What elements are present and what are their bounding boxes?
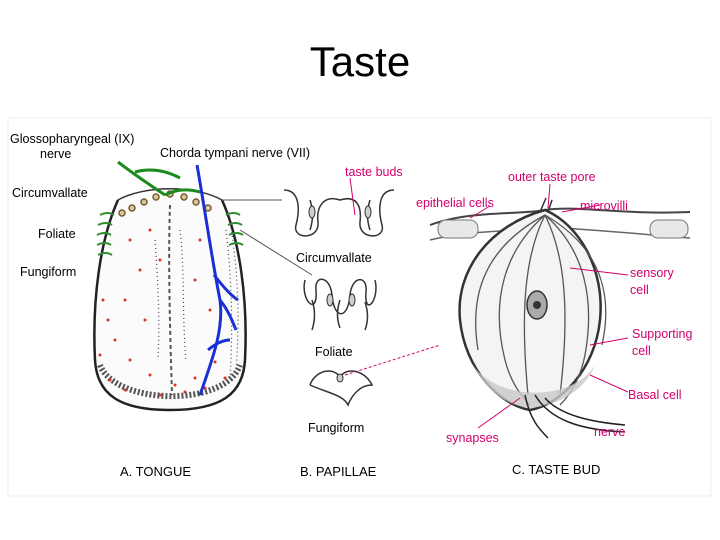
foliate-ridges [96,212,244,256]
slide-title: Taste [309,38,411,85]
tongue-back-edge [117,188,223,201]
fungiform-dots [98,228,227,397]
tongue-foliate-label: Foliate [38,227,76,241]
chorda-tympani-label: Chorda tympani nerve (VII) [160,146,310,160]
taste-buds-leader [349,177,356,216]
supporting-cell-label: Supporting [632,327,693,341]
circumvallate-papillae [118,190,212,217]
papillae-foliate-label: Foliate [315,345,353,359]
basal-region [470,360,595,408]
glossopharyngeal-label: Glossopharyngeal (IX) [10,132,134,146]
tongue-stipple [154,219,239,381]
fungiform-papilla-shape [309,370,374,408]
taste-buds-label: taste buds [345,165,403,179]
basal-cell-label: Basal cell [628,388,682,402]
papillae-circumvallate-label: Circumvallate [296,251,372,265]
tongue-to-papillae-leaders [222,199,313,276]
tongue-circumvallate-label: Circumvallate [12,186,88,200]
supporting-cell-label-line2: cell [632,344,651,358]
epithelial-cells-label: epithelial cells [416,196,494,210]
papillae-fungiform-label: Fungiform [308,421,364,435]
tongue-midline [168,204,173,396]
tongue-fungiform-label: Fungiform [20,265,76,279]
nerve-label: nerve [594,425,625,439]
chorda-tympani-nerve [195,164,239,396]
sensory-cell-label-line2: cell [630,283,649,297]
papillae-taste-bud-marks [308,205,372,383]
papillae-illustration [283,189,395,408]
taste-bud-nerve-fibers [524,394,626,439]
synapses-label: synapses [446,431,499,445]
tongue-caption: A. TONGUE [120,464,191,479]
tongue-illustration: Glossopharyngeal (IX) nerve Chorda tympa… [10,132,310,479]
taste-pore [539,197,553,213]
glossopharyngeal-label-line2: nerve [40,147,71,161]
microvilli-label: microvilli [580,199,628,213]
foliate-papilla-shape [303,278,377,315]
sensory-cell-label: sensory [630,266,675,280]
glossopharyngeal-nerve [117,160,201,197]
taste-bud-leaders [469,183,629,429]
taste-bud-caption: C. TASTE BUD [512,462,600,477]
circumvallate-papilla-shape [283,189,395,237]
papilla-to-bud-leader [344,344,441,376]
taste-bud-illustration [429,197,691,439]
papillae-caption: B. PAPILLAE [300,464,377,479]
outer-taste-pore-label: outer taste pore [508,170,596,184]
